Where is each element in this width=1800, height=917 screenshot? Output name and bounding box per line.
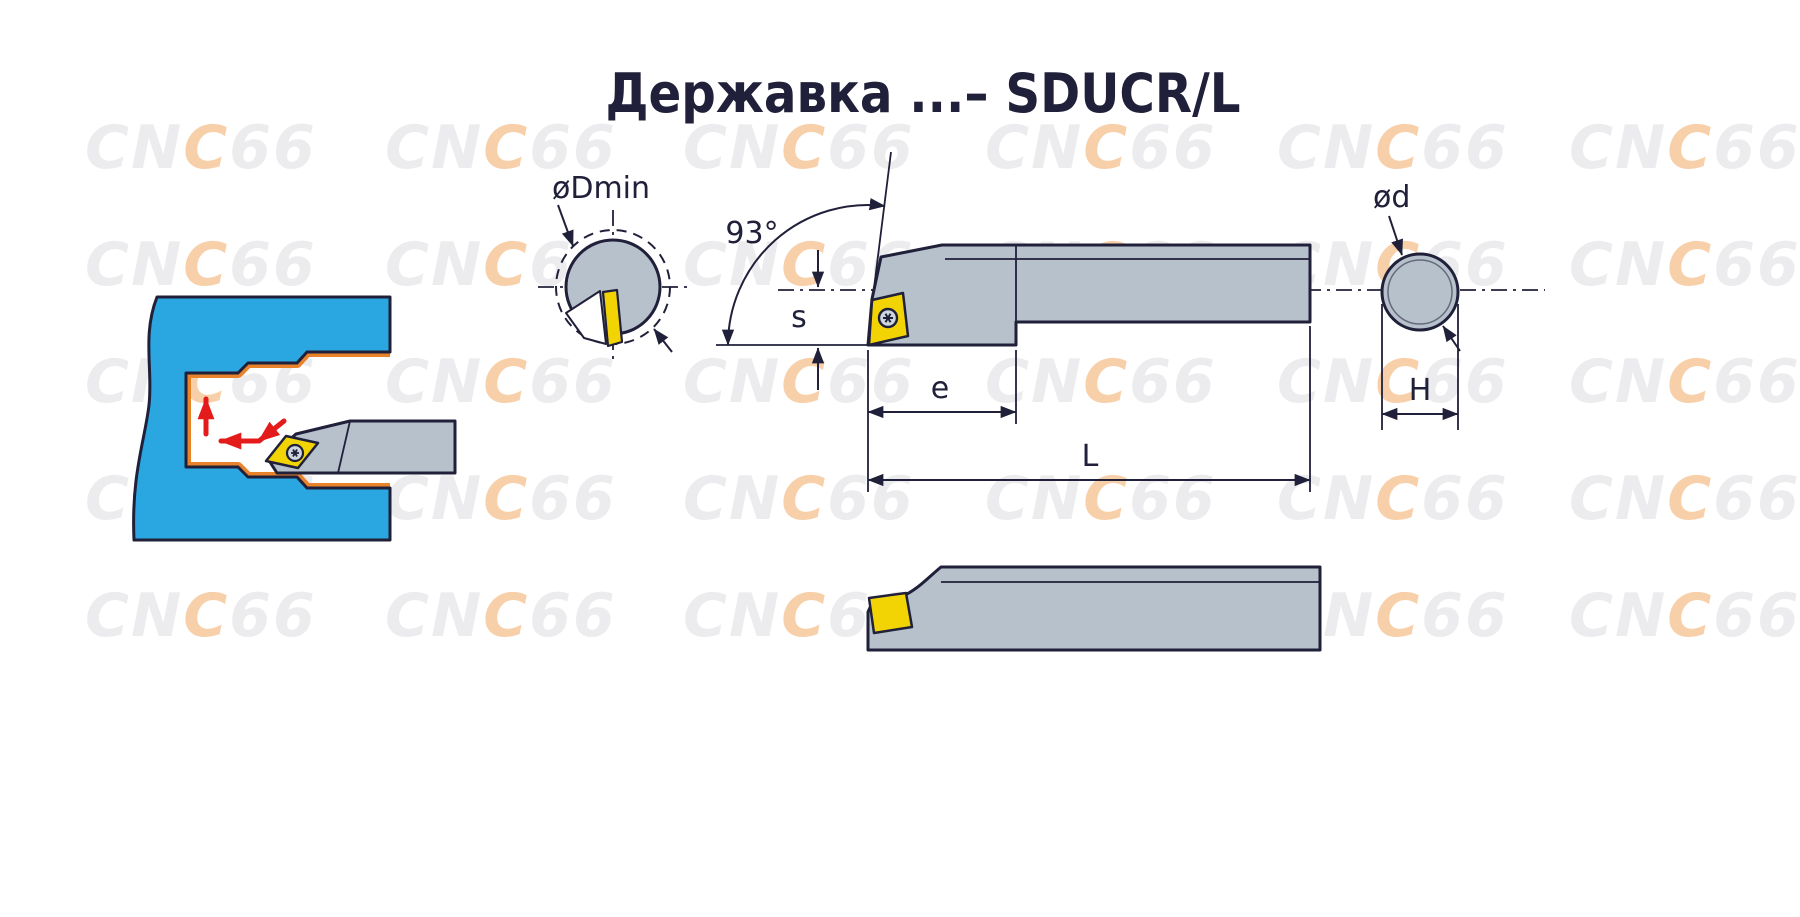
svg-text:CNC66: CNC66: [683, 347, 915, 417]
svg-text:CNC66: CNC66: [1277, 464, 1509, 534]
svg-text:CNC66: CNC66: [385, 347, 617, 417]
workpiece-application-view: [132, 295, 457, 542]
angle-arc: [721, 198, 886, 346]
shank-inner-edge: [1387, 259, 1453, 325]
h-label: H: [1409, 373, 1432, 408]
svg-text:CNC66: CNC66: [85, 581, 317, 651]
svg-text:CNC66: CNC66: [385, 113, 617, 183]
feed-arrow-diagonal: [256, 418, 287, 444]
svg-text:CNC66: CNC66: [985, 464, 1217, 534]
dmin-label: øDmin: [552, 171, 650, 206]
svg-text:CNC66: CNC66: [1277, 347, 1509, 417]
angle-label: 93°: [725, 216, 778, 251]
d-label: ød: [1373, 180, 1410, 215]
d-leader-top: [1388, 215, 1403, 256]
torx-star-small: [291, 449, 299, 457]
svg-text:CNC66: CNC66: [385, 464, 617, 534]
insert-cross-section-view: øDmin: [538, 171, 690, 364]
svg-text:CNC66: CNC66: [683, 113, 915, 183]
boring-bar-body: [866, 243, 1312, 347]
svg-text:CNC66: CNC66: [385, 581, 617, 651]
svg-text:CNC66: CNC66: [1569, 230, 1800, 300]
dmin-leader-bottom: [653, 328, 673, 353]
main-side-view: 93° s e L: [716, 151, 1545, 492]
svg-text:CNC66: CNC66: [683, 464, 915, 534]
e-label: e: [931, 371, 949, 406]
workpiece: [132, 295, 392, 542]
boring-bar-plan: [866, 565, 1322, 652]
dmin-leader-top: [557, 204, 574, 247]
svg-text:CNC66: CNC66: [1569, 581, 1800, 651]
bottom-plan-view: [866, 565, 1322, 652]
insert-section: [601, 288, 624, 348]
shank-end-view: ød H: [1373, 180, 1461, 430]
svg-text:CNC66: CNC66: [85, 113, 317, 183]
svg-text:CNC66: CNC66: [985, 113, 1217, 183]
page-title: Державка ...– SDUCR/L: [606, 62, 1241, 125]
l-label: L: [1082, 439, 1099, 474]
head-joint-line: [337, 420, 351, 474]
insert-plan: [867, 591, 914, 635]
svg-text:CNC66: CNC66: [985, 347, 1217, 417]
svg-text:CNC66: CNC66: [1569, 347, 1800, 417]
pocket-cut: [565, 290, 607, 345]
svg-text:CNC66: CNC66: [85, 230, 317, 300]
shank-circle: [1380, 252, 1460, 332]
s-label: s: [791, 300, 807, 335]
svg-text:CNC66: CNC66: [1277, 113, 1509, 183]
svg-text:CNC66: CNC66: [1569, 113, 1800, 183]
svg-text:CNC66: CNC66: [1569, 464, 1800, 534]
